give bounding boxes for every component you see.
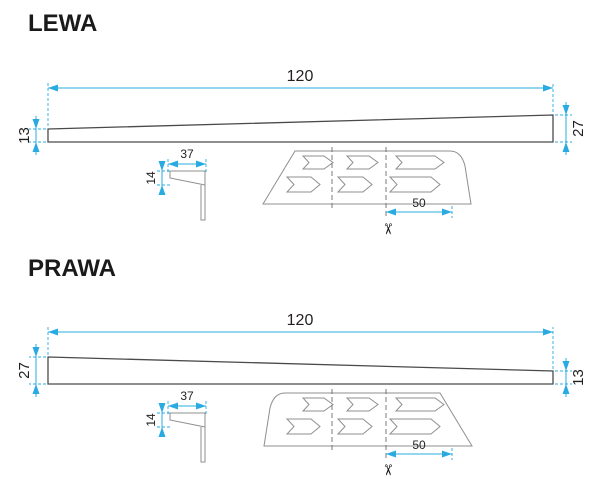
arrow-cutout xyxy=(394,155,445,170)
section-prawa: PRAWA 120 27 13 xyxy=(16,255,587,476)
arrow-cutout xyxy=(388,176,441,193)
detail-height-label: 14 xyxy=(144,413,158,427)
cut-spacing-label: 50 xyxy=(412,196,426,210)
left-height-label: 13 xyxy=(16,127,33,144)
detail-leg xyxy=(200,427,206,463)
detail-cross-section xyxy=(169,412,206,428)
strip-outline xyxy=(262,150,472,205)
arrow-cutout xyxy=(388,418,441,435)
arrow-cutout xyxy=(336,418,373,435)
left-height-dimension: 27 xyxy=(16,344,46,397)
arrow-cutout xyxy=(285,176,321,193)
arrow-cutout xyxy=(394,397,445,412)
section-title: LEWA xyxy=(28,10,97,37)
length-dimension-label: 120 xyxy=(287,312,314,329)
right-height-dimension: 27 xyxy=(555,102,587,155)
arrow-cutout xyxy=(285,418,321,435)
detail-width-label: 37 xyxy=(180,147,194,161)
section-lewa: LEWA 120 13 27 xyxy=(16,10,587,235)
detail-leg xyxy=(200,185,206,221)
cut-spacing-label: 50 xyxy=(412,438,426,452)
arrow-cutout xyxy=(301,397,334,412)
right-height-label: 13 xyxy=(570,369,587,386)
length-dimension: 120 xyxy=(47,312,554,369)
wedge-profile xyxy=(47,114,554,143)
arrow-cutout xyxy=(345,155,379,170)
wedge-profile xyxy=(47,356,554,385)
pattern-strip: 50 ✂ xyxy=(262,147,472,236)
strip-outline xyxy=(263,392,473,447)
arrow-cutout xyxy=(301,155,334,170)
end-cap-detail: 37 14 xyxy=(144,147,207,221)
right-height-label: 27 xyxy=(570,120,587,137)
arrow-cutout xyxy=(345,397,379,412)
length-dimension: 120 xyxy=(47,68,554,126)
pattern-strip: 50 ✂ xyxy=(263,389,473,477)
detail-height-label: 14 xyxy=(144,171,158,185)
right-height-dimension: 13 xyxy=(555,358,587,397)
left-height-dimension: 13 xyxy=(16,116,46,155)
scissors-icon: ✂ xyxy=(379,223,397,236)
length-dimension-label: 120 xyxy=(287,68,314,85)
end-cap-detail: 37 14 xyxy=(144,389,207,463)
section-title: PRAWA xyxy=(28,255,116,282)
left-height-label: 27 xyxy=(16,362,33,379)
arrow-cutout xyxy=(336,176,373,193)
detail-cross-section xyxy=(169,170,206,186)
detail-width-label: 37 xyxy=(180,389,194,403)
scissors-icon: ✂ xyxy=(379,464,397,477)
